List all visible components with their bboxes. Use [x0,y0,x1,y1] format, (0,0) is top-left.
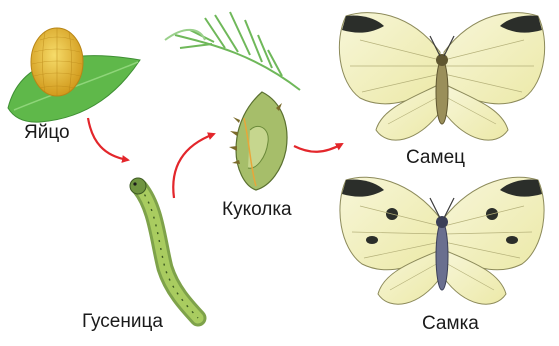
arrow-egg-to-caterpillar [88,118,128,160]
life-cycle-arrows [88,118,342,198]
pupa-branch [165,12,300,90]
label-female: Самка [422,313,479,335]
label-caterpillar: Гусеница [82,311,163,333]
label-male: Самец [406,147,465,169]
caterpillar [130,178,198,318]
label-egg: Яйцо [24,122,70,144]
arrow-caterpillar-to-pupa [173,134,214,198]
pupa [229,92,287,190]
male-butterfly [339,13,544,141]
arrow-pupa-to-adult [294,144,342,152]
label-pupa: Куколка [222,199,292,221]
egg-on-leaf [8,28,140,122]
female-butterfly [340,177,544,304]
